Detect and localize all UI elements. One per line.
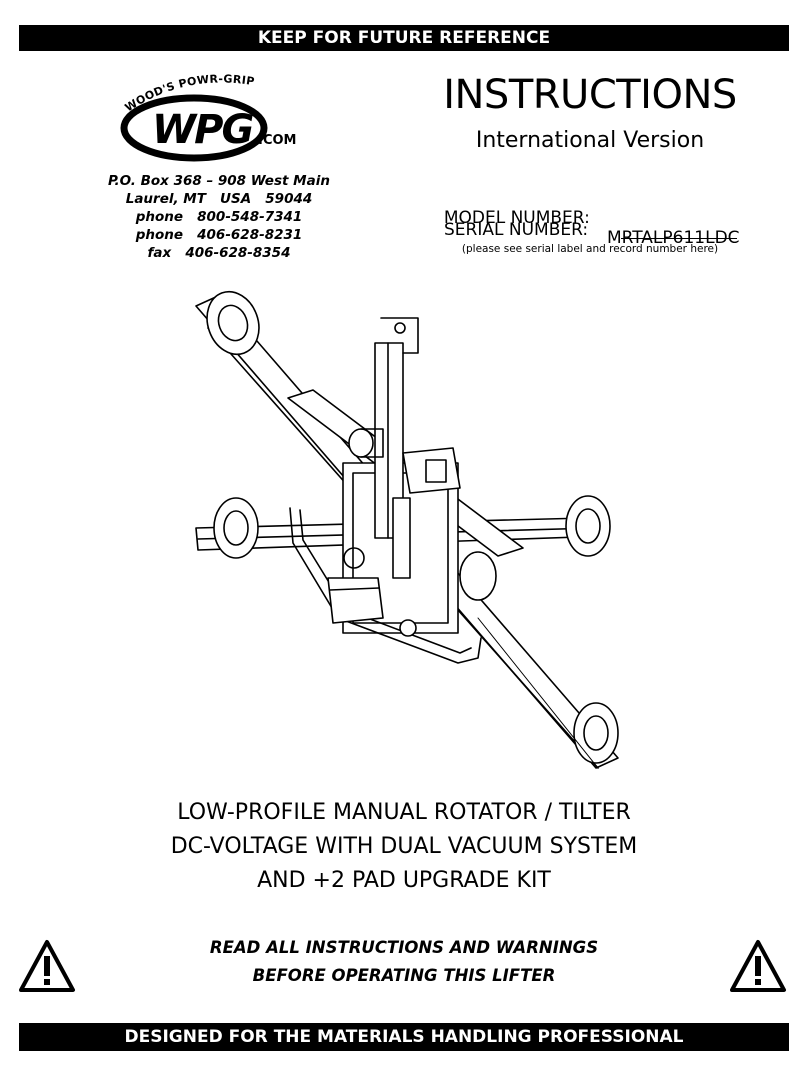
product-line: DC-VOLTAGE WITH DUAL VACUUM SYSTEM xyxy=(170,834,638,859)
logo-suffix: .COM xyxy=(258,133,296,148)
product-line: LOW-PROFILE MANUAL ROTATOR / TILTER xyxy=(177,800,631,825)
serial-note: (please see serial label and record numb… xyxy=(461,243,719,255)
model-label: MODEL NUMBER: xyxy=(443,208,590,228)
address-line: Laurel, MT USA 59044 xyxy=(125,191,313,207)
logo-mark: WPG xyxy=(152,107,253,153)
warning-triangle-icon xyxy=(19,940,75,992)
serial-number-blank xyxy=(621,238,737,239)
address-line: phone 406-628-8231 xyxy=(135,227,303,243)
warning-line: READ ALL INSTRUCTIONS AND WARNINGS xyxy=(209,938,599,957)
wpg-logo-icon: WOOD'S POWR-GRIP WPG .COM xyxy=(120,72,296,162)
serial-label: SERIAL NUMBER: xyxy=(444,220,589,240)
page-subtitle: International Version xyxy=(475,128,705,153)
page-title: INSTRUCTIONS xyxy=(443,72,737,118)
address-line: phone 800-548-7341 xyxy=(135,209,303,225)
product-line: AND +2 PAD UPGRADE KIT xyxy=(257,868,551,893)
company-address: P.O. Box 368 – 908 West Main Laurel, MT … xyxy=(86,172,352,262)
warning-triangle-icon xyxy=(730,940,786,992)
footer-bar: DESIGNED FOR THE MATERIALS HANDLING PROF… xyxy=(19,1023,789,1051)
address-line: fax 406-628-8354 xyxy=(147,245,291,261)
vacuum-lifter-drawing xyxy=(195,290,619,769)
warning-line: BEFORE OPERATING THIS LIFTER xyxy=(252,966,556,985)
header-bar: KEEP FOR FUTURE REFERENCE xyxy=(19,25,789,51)
address-line: P.O. Box 368 – 908 West Main xyxy=(108,173,330,189)
